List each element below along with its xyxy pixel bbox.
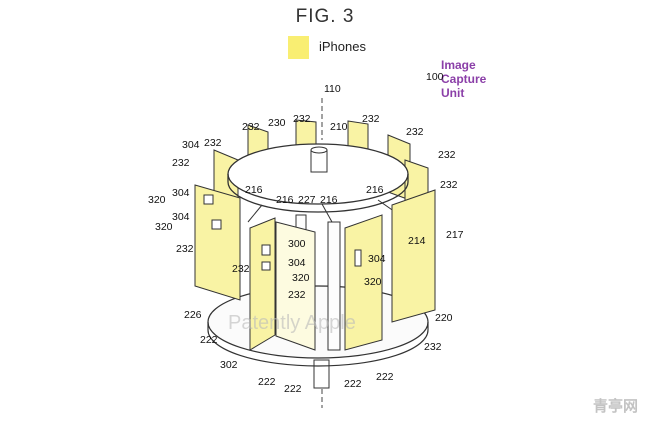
ref-226-c: 222 [344, 378, 362, 390]
ref-216-a: 216 [245, 184, 263, 196]
arm-left [247, 204, 263, 223]
ref-300-h: 232 [172, 157, 190, 169]
ref-100: 100 [426, 71, 444, 83]
ref-217: 217 [446, 229, 464, 241]
ref-216-b: 216 [276, 194, 294, 206]
ref-226-b: 222 [258, 376, 276, 388]
ref-226-d: 222 [376, 371, 394, 383]
ref-210: 210 [330, 121, 348, 133]
camera-modules [203, 194, 362, 271]
ref-300-g: 232 [204, 137, 222, 149]
ref-300-b: 232 [362, 113, 380, 125]
corner-logo: 青亭网 [592, 398, 638, 415]
camera-hub-top [310, 146, 328, 154]
ref-220: 220 [435, 312, 453, 324]
ref-214: 214 [408, 235, 426, 247]
ref-300-d: 232 [406, 126, 424, 138]
legend-label: iPhones [319, 39, 366, 54]
ref-320-a: 304 [182, 139, 200, 151]
ref-304: 302 [220, 359, 238, 371]
ref-110: 110 [324, 83, 341, 95]
ref-300-i: 232 [176, 243, 194, 255]
ref-300-j: 232 [232, 263, 250, 275]
watermark: Patently Apple [228, 312, 356, 334]
iphone-front-center-face [275, 221, 316, 351]
arm-center [321, 203, 333, 223]
camera-b [211, 219, 222, 230]
tag-line-2: Capture [441, 72, 487, 86]
reference-numerals: 110 100 210 230 232 232 232 232 232 232 … [148, 71, 464, 395]
camera-a [203, 194, 214, 205]
ref-300-e: 232 [438, 149, 456, 161]
ref-216-c: 216 [320, 194, 338, 206]
figure-title: FIG. 3 [295, 6, 355, 27]
iphone-front-left [194, 184, 241, 301]
ref-302: 300 [288, 238, 306, 250]
top-disc-rim [227, 174, 409, 213]
image-capture-unit-tag: Image Capture Unit [441, 58, 486, 100]
camera-d [261, 261, 271, 271]
front-phones [194, 184, 436, 351]
ref-322-b: 320 [155, 221, 173, 233]
ref-300-c: 232 [242, 121, 260, 133]
base-shaft [313, 359, 330, 389]
camera-e [354, 249, 362, 267]
ref-230: 227 [298, 194, 316, 206]
ref-320-e: 304 [368, 253, 386, 265]
camera-c [261, 244, 271, 256]
ref-300-k: 232 [288, 289, 306, 301]
iphone-front-center-right [344, 214, 383, 351]
ref-320-d: 304 [288, 257, 306, 269]
ref-227: 226 [184, 309, 202, 321]
ref-322-a: 320 [148, 194, 166, 206]
ref-300-f: 232 [440, 179, 458, 191]
tag-line-3: Unit [441, 86, 465, 100]
ref-222: 222 [284, 383, 302, 395]
iphone-front-right [391, 189, 436, 323]
ref-320-b: 304 [172, 187, 190, 199]
ref-322-c: 320 [292, 272, 310, 284]
ref-322-d: 320 [364, 276, 382, 288]
ref-300-a: 232 [293, 113, 311, 125]
bottom-platform-rim [207, 322, 429, 367]
ref-320-c: 304 [172, 211, 190, 223]
ref-300-l: 232 [424, 341, 442, 353]
tag-line-1: Image [441, 58, 476, 72]
legend-swatch-iphones [288, 36, 309, 59]
column-230 [327, 221, 341, 351]
ref-216-d: 216 [366, 184, 384, 196]
ref-226-a: 222 [200, 334, 218, 346]
ref-232: 230 [268, 117, 286, 129]
